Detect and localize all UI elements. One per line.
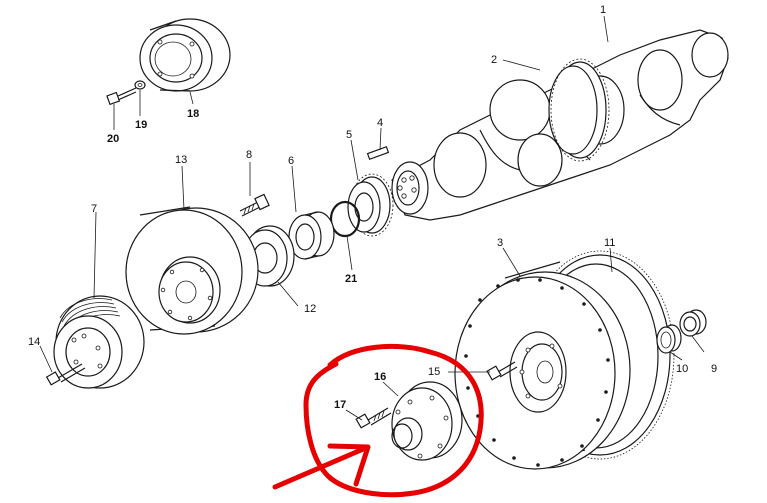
part-9-seal [679, 309, 707, 337]
part-20-bolt [106, 87, 137, 106]
label-9: 9 [711, 363, 717, 375]
part-3-flywheel [454, 261, 631, 470]
label-2: 2 [491, 54, 497, 66]
part-18-seal [139, 18, 231, 92]
label-19: 19 [135, 119, 147, 131]
label-10: 10 [676, 363, 688, 375]
label-11: 11 [604, 237, 615, 249]
part-21-o-ring [329, 200, 361, 238]
part-17-bolt [355, 407, 392, 429]
part-10-bearing [656, 324, 682, 354]
label-7: 7 [91, 203, 97, 215]
highlight-annotation [272, 343, 484, 498]
part-2-crank-gear [548, 58, 610, 162]
part-8-bolt [239, 193, 270, 217]
label-15: 15 [428, 366, 440, 378]
label-12: 12 [304, 303, 316, 315]
part-19-washer [134, 80, 146, 90]
part-7-pulley [53, 295, 145, 389]
label-1: 1 [600, 4, 606, 16]
label-3: 3 [497, 237, 503, 249]
label-16: 16 [374, 371, 386, 383]
label-20: 20 [107, 133, 119, 145]
label-6: 6 [288, 155, 294, 167]
label-21: 21 [345, 273, 357, 285]
part-12-washer-disc [242, 225, 295, 287]
part-5-gear [347, 173, 394, 237]
part-15-bolt [486, 361, 518, 381]
leader-lines [39, 15, 705, 421]
part-14-bolt [45, 363, 86, 386]
label-8: 8 [246, 149, 252, 161]
label-18: 18 [187, 108, 199, 120]
label-17: 17 [334, 399, 346, 411]
label-5: 5 [346, 129, 352, 141]
part-13-damper [125, 206, 259, 335]
part-labels: 1 2 3 4 5 6 7 8 9 10 11 12 13 14 15 16 1… [28, 4, 717, 411]
label-4: 4 [377, 117, 383, 129]
part-6-spacer [288, 211, 335, 260]
highlight-arrow [272, 443, 371, 490]
highlight-circle [303, 343, 484, 498]
label-14: 14 [28, 336, 40, 348]
part-4-key [366, 145, 390, 161]
label-13: 13 [175, 154, 187, 166]
part-16-hub [391, 381, 463, 461]
